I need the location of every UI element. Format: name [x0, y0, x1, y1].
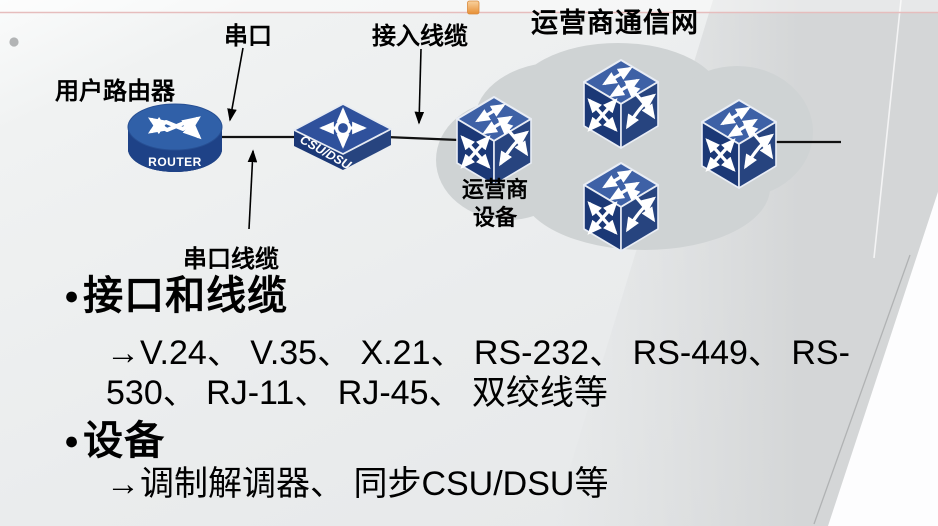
- bullet-item-interfaces: ● 接口和线缆: [64, 274, 288, 318]
- interfaces-detail-text: →V.24、 V.35、 X.21、 RS-232、 RS-449、 RS- 5…: [106, 333, 850, 413]
- background-corner-white: [828, 192, 938, 526]
- router-label: ROUTER: [148, 155, 202, 169]
- user-router-label: 用户路由器: [55, 78, 175, 105]
- router-icon: ROUTER: [127, 103, 223, 172]
- interfaces-detail-line1: →V.24、 V.35、 X.21、 RS-232、 RS-449、 RS-: [106, 334, 850, 372]
- background-white-diagonal: [873, 0, 902, 259]
- carrier-device-label-line1: 运营商: [461, 177, 528, 202]
- serial-port-label: 串口: [224, 23, 272, 50]
- interfaces-detail-line2: 530、 RJ-11、 RJ-45、 双绞线等: [106, 374, 608, 412]
- access-cable-label: 接入线缆: [372, 23, 468, 50]
- bullet-title-interfaces: 接口和线缆: [83, 274, 289, 318]
- serial-cable-label: 串口线缆: [183, 246, 279, 273]
- background-wedge: [552, 0, 938, 526]
- background-diagonal-line: [813, 254, 911, 525]
- carrier-device-label: 运营商 设备: [449, 176, 541, 232]
- bullet-marker: ●: [64, 281, 80, 310]
- devices-detail-line1: →调制解调器、 同步CSU/DSU等: [106, 465, 609, 503]
- slide-marker-handle: [467, 0, 480, 15]
- devices-detail-text: →调制解调器、 同步CSU/DSU等: [106, 464, 608, 504]
- csu-dsu-icon: CSU/DSU: [293, 103, 392, 173]
- link-csudsu-carrier: [385, 135, 460, 142]
- bullet-title-devices: 设备: [83, 419, 166, 463]
- access-cable-arrow: [414, 48, 425, 125]
- serial-cable-arrow: [247, 149, 258, 230]
- carrier-device-label-line2: 设备: [472, 205, 517, 230]
- bullet-marker: ●: [64, 426, 80, 455]
- bullet-item-devices: ● 设备: [64, 419, 165, 463]
- network-diagram: ROUTER CSU/DSU: [127, 43, 841, 270]
- serial-port-arrow: [227, 47, 244, 122]
- carrier-network-title: 运营商通信网: [531, 8, 699, 38]
- bullet-dot-decoration: [9, 37, 19, 47]
